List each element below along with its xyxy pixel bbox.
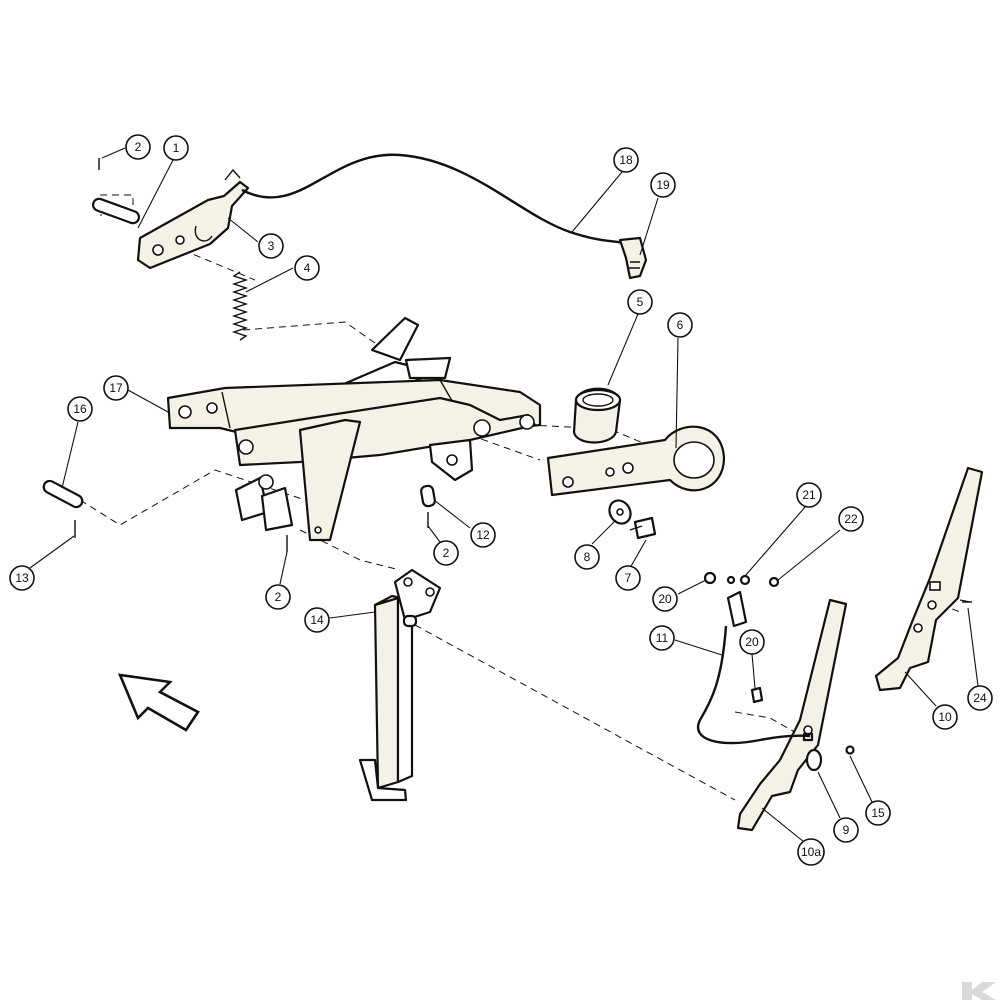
cable-part-18: [241, 153, 631, 246]
callout-1: 1: [163, 135, 189, 161]
svg-text:24: 24: [973, 691, 987, 705]
callout-24: 24: [967, 685, 993, 711]
svg-text:3: 3: [268, 239, 275, 253]
svg-text:10: 10: [938, 710, 952, 724]
svg-text:21: 21: [802, 488, 816, 502]
brand-logo: [962, 982, 996, 1000]
svg-text:9: 9: [843, 823, 850, 837]
callout-8: 8: [574, 544, 600, 570]
svg-text:2: 2: [135, 140, 142, 154]
callout-19: 19: [650, 172, 676, 198]
svg-text:7: 7: [625, 571, 632, 585]
svg-text:5: 5: [637, 295, 644, 309]
callout-4: 4: [294, 255, 320, 281]
bushing-part-12: [420, 484, 436, 508]
svg-text:2: 2: [443, 546, 450, 560]
handle-part-19: [618, 236, 648, 280]
washer-part-21: [726, 574, 751, 586]
callout-17: 17: [103, 375, 129, 401]
callout-15: 15: [865, 800, 891, 826]
callout-10: 10: [932, 704, 958, 730]
spring-part-4: [231, 271, 249, 341]
svg-text:4: 4: [304, 261, 311, 275]
callout-14: 14: [304, 607, 330, 633]
pin-part-16: [42, 479, 84, 509]
svg-text:22: 22: [844, 512, 858, 526]
callout-7: 7: [615, 565, 641, 591]
nut-part-20a: [703, 571, 717, 585]
svg-text:1: 1: [173, 141, 180, 155]
callout-11: 11: [649, 625, 675, 651]
main-frame-part-17: [166, 316, 542, 542]
bolt-part-7: [629, 516, 657, 540]
assembly-lines: [79, 194, 961, 801]
callout-20a: 20: [652, 586, 678, 612]
jack-stand-part-14: [358, 568, 442, 802]
callout-2: 2: [125, 134, 151, 160]
leader-lines: [29, 147, 979, 843]
callout-13: 13: [9, 565, 35, 591]
washer-part-8: [608, 499, 632, 525]
pin-part-1: [91, 158, 141, 225]
callout-2c: 2: [265, 584, 291, 610]
callout-5: 5: [627, 289, 653, 315]
callout-18: 18: [613, 147, 639, 173]
svg-text:6: 6: [677, 318, 684, 332]
svg-text:10a: 10a: [801, 845, 821, 859]
callout-16: 16: [67, 396, 93, 422]
svg-text:8: 8: [584, 550, 591, 564]
svg-text:13: 13: [15, 571, 29, 585]
callout-12: 12: [470, 522, 496, 548]
svg-text:14: 14: [310, 613, 324, 627]
svg-text:15: 15: [871, 806, 885, 820]
cable-part-11: [696, 590, 811, 745]
callout-20b: 20: [739, 629, 765, 655]
callout-6: 6: [667, 312, 693, 338]
ring-part-9: [805, 748, 823, 772]
svg-text:16: 16: [73, 402, 87, 416]
bushing-part-5: [572, 387, 622, 444]
direction-arrow-icon: [117, 673, 200, 732]
lever-part-10: [874, 466, 984, 692]
svg-text:18: 18: [619, 153, 633, 167]
bolt-part-20b: [750, 686, 764, 704]
callout-9: 9: [833, 817, 859, 843]
tow-eye-part-6: [546, 425, 726, 497]
svg-text:11: 11: [656, 631, 669, 645]
svg-text:2: 2: [275, 590, 282, 604]
callout-2b: 2: [433, 540, 459, 566]
callout-21: 21: [796, 482, 822, 508]
callout-3: 3: [258, 233, 284, 259]
callout-10a: 10a: [797, 838, 825, 866]
svg-text:20: 20: [745, 635, 759, 649]
callout-22: 22: [838, 506, 864, 532]
svg-text:20: 20: [658, 592, 672, 606]
svg-text:17: 17: [109, 381, 123, 395]
svg-text:19: 19: [656, 178, 670, 192]
nut-part-15: [845, 745, 855, 755]
latch-bracket-part-3: [136, 168, 250, 270]
svg-text:12: 12: [476, 528, 490, 542]
nut-part-22: [768, 576, 780, 588]
